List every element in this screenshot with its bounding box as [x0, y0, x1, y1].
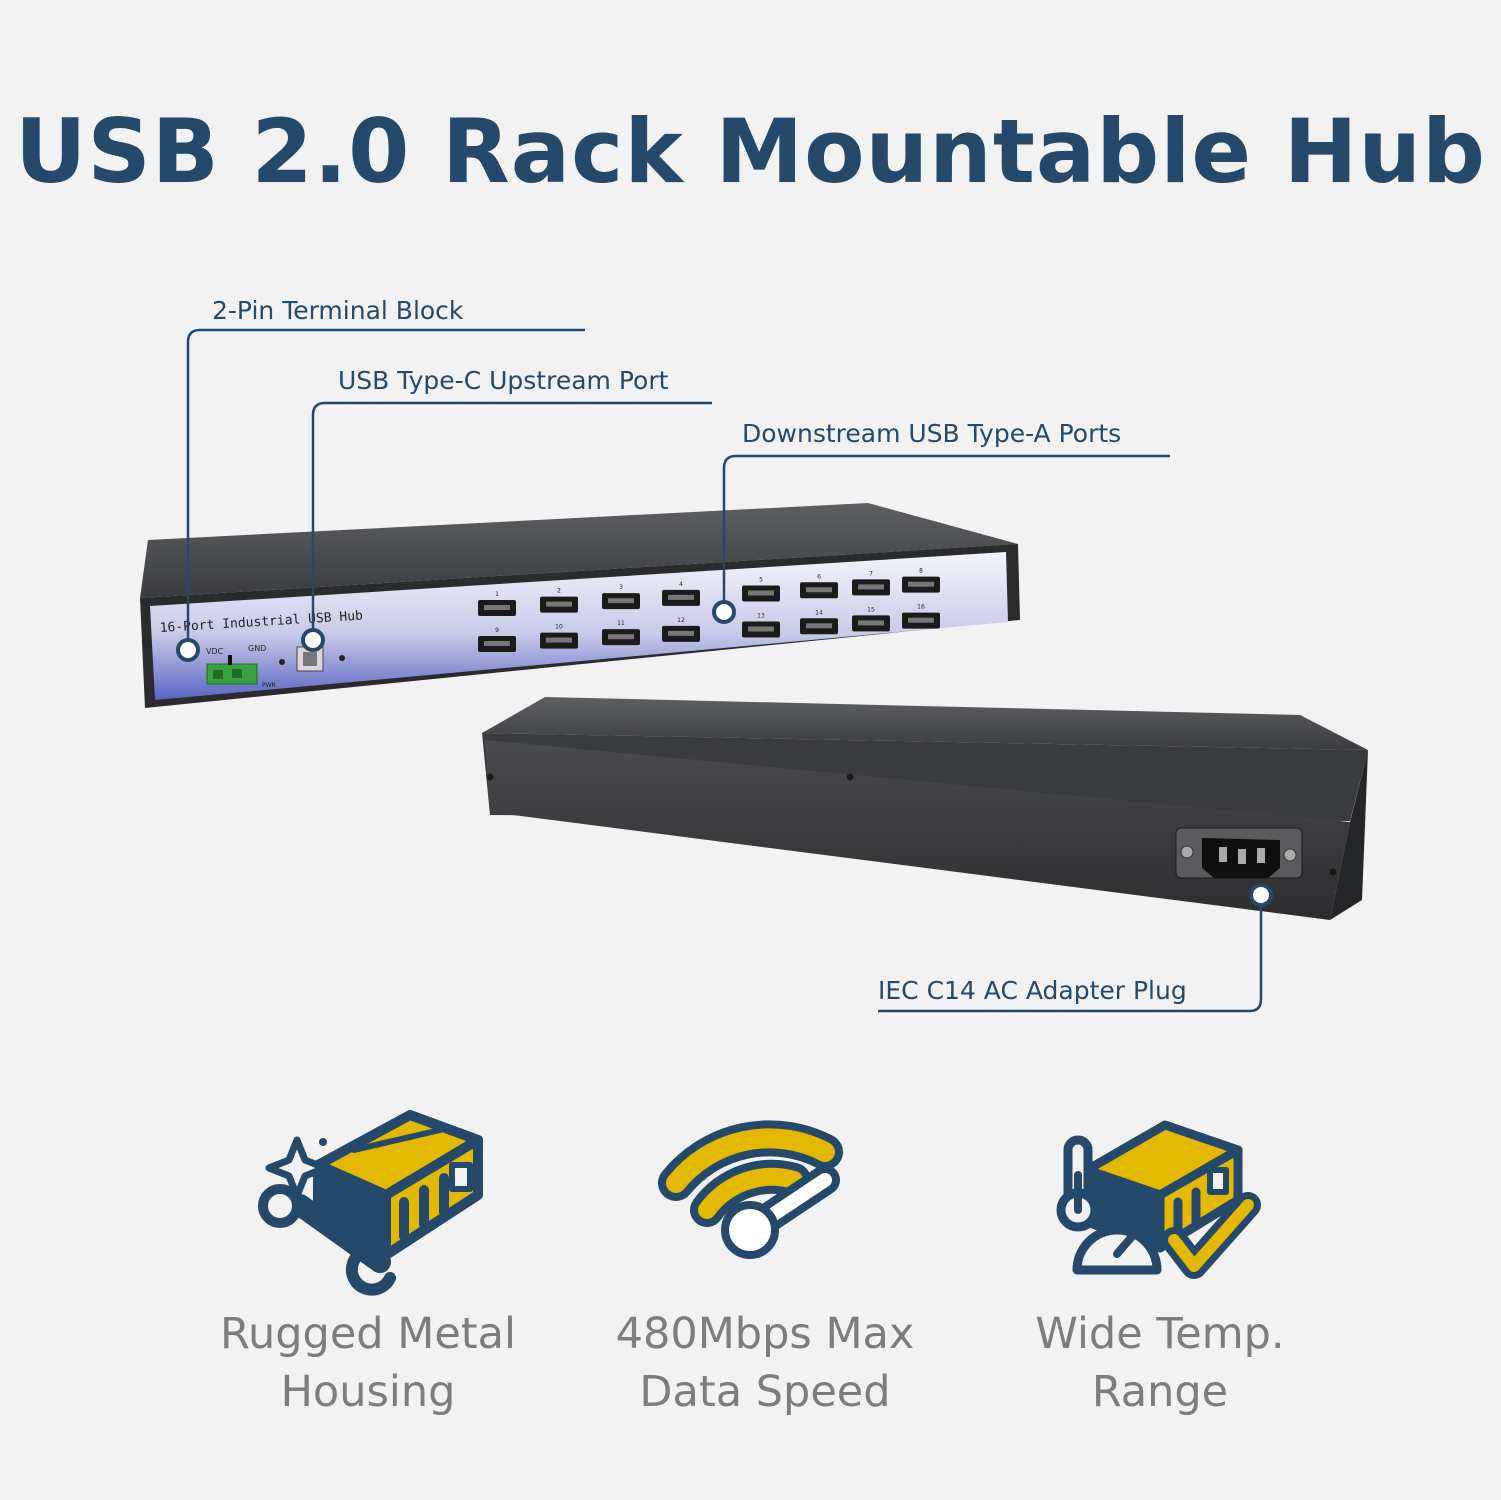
pwr-label: PWR [262, 682, 276, 689]
vdc-label: VDC [206, 647, 224, 656]
usb-a-port-tongue [546, 601, 572, 607]
feature-line: Housing [280, 1367, 456, 1417]
port-number-label: 6 [817, 573, 821, 580]
feature-line: Rugged Metal [220, 1309, 516, 1359]
port-number-label: 5 [759, 576, 763, 583]
usb-a-port-tongue [668, 630, 694, 636]
callout-downstream-ports: Downstream USB Type-A Ports [742, 419, 1122, 448]
port-number-label: 9 [495, 627, 499, 634]
port-number-label: 13 [757, 612, 765, 619]
port-number-label: 15 [867, 606, 875, 613]
rugged-housing-icon [258, 1110, 483, 1296]
usb-a-port-tongue [908, 617, 934, 623]
usb-a-port-tongue [806, 623, 832, 629]
feature-rugged-housing: Rugged Metal Housing [188, 1305, 548, 1421]
usb-a-port-tongue [806, 587, 832, 593]
feature-line: Data Speed [639, 1367, 891, 1417]
feature-data-speed: 480Mbps Max Data Speed [585, 1305, 945, 1421]
temperature-range-icon [1056, 1120, 1261, 1279]
hub-front-view: 16-Port Industrial USB Hub VDC GND PWR 1… [140, 503, 1020, 708]
port-number-label: 7 [869, 570, 873, 577]
callout-terminal-block: 2-Pin Terminal Block [212, 296, 464, 325]
usb-a-port-tongue [858, 620, 884, 626]
port-number-label: 4 [679, 581, 683, 588]
iec-c14-plug [1175, 827, 1303, 879]
port-number-label: 2 [557, 588, 561, 595]
terminal-block [206, 655, 258, 685]
callout-lines [186, 328, 1263, 1013]
feature-line: Range [1091, 1367, 1229, 1417]
callout-usb-c-upstream: USB Type-C Upstream Port [338, 366, 669, 395]
port-number-label: 11 [617, 620, 625, 627]
hub-rear-view [482, 697, 1368, 920]
usb-a-port-tongue [484, 641, 510, 646]
usb-a-port-tongue [546, 637, 572, 643]
feature-line: Wide Temp. [1035, 1309, 1285, 1359]
usb-a-port-tongue [908, 581, 934, 587]
usb-a-port-tongue [608, 634, 634, 640]
page-title: USB 2.0 Rack Mountable Hub [14, 100, 1487, 203]
port-number-label: 10 [555, 624, 563, 631]
port-number-label: 12 [677, 617, 685, 624]
usb-a-port-tongue [748, 626, 774, 632]
usb-a-port-tongue [668, 594, 694, 600]
port-number-label: 1 [495, 591, 499, 598]
usb-a-port-tongue [748, 590, 774, 596]
callout-iec-plug: IEC C14 AC Adapter Plug [878, 976, 1187, 1005]
speed-icon [658, 1120, 843, 1259]
usb-a-port-tongue [608, 598, 634, 604]
port-number-label: 16 [917, 604, 925, 611]
feature-line: 480Mbps Max [615, 1309, 915, 1359]
port-number-label: 3 [619, 584, 623, 591]
port-number-label: 8 [919, 568, 923, 575]
port-number-label: 14 [815, 609, 823, 616]
gnd-label: GND [248, 644, 266, 653]
usb-a-port-tongue [484, 605, 510, 610]
downstream-usb-ports: 1 9 2 10 3 11 4 12 5 13 6 14 7 15 8 16 [478, 568, 940, 652]
callout-markers [176, 600, 1273, 907]
usb-a-port-tongue [858, 584, 884, 590]
feature-temp-range: Wide Temp. Range [980, 1305, 1340, 1421]
